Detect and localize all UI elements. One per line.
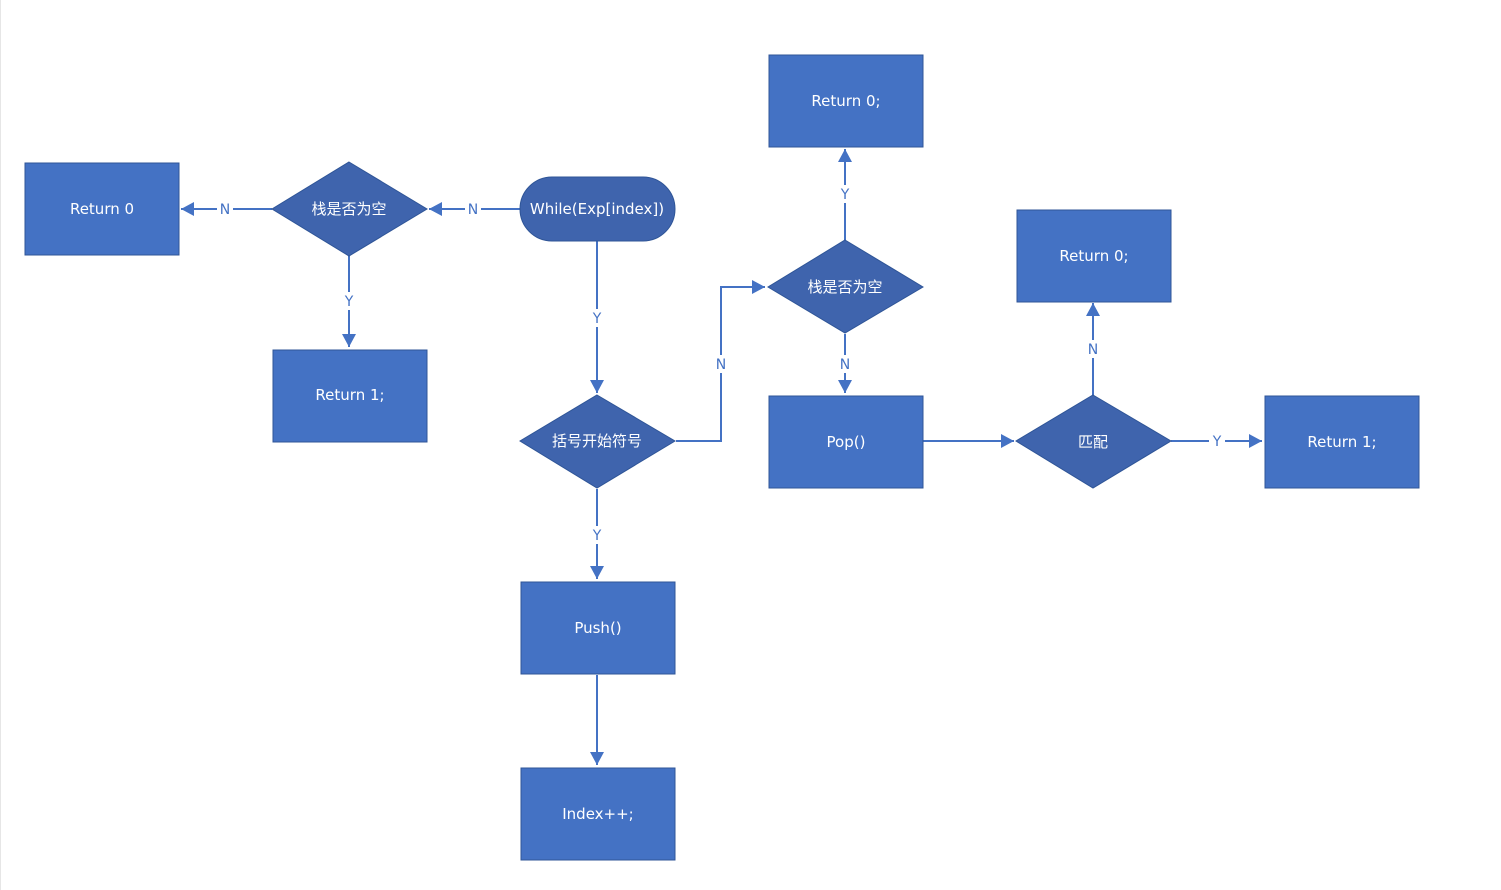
node-push-label: Push()	[574, 619, 621, 637]
node-return-0-right: Return 0;	[1016, 209, 1172, 303]
edge-label-bg	[217, 200, 233, 218]
node-return-0-left: Return 0	[24, 162, 180, 256]
edge-label-match-to-return1: Y	[1212, 434, 1222, 450]
edge-label-while-to-stack: N	[468, 202, 478, 218]
edge-label-bracket-to-stack-mid: N	[716, 357, 726, 373]
node-index-inc: Index++;	[520, 767, 676, 861]
edge-label-stack-mid-to-return0: Y	[840, 187, 850, 203]
arrowhead	[752, 280, 765, 294]
edge-label-bg	[589, 309, 605, 327]
edge-label-bg	[465, 200, 481, 218]
edge-label-bg	[837, 355, 853, 373]
node-return-0-right-label: Return 0;	[1059, 247, 1128, 265]
arrowhead	[342, 334, 356, 347]
node-push: Push()	[520, 581, 676, 675]
node-bracket-open-label: 括号开始符号	[552, 432, 642, 450]
node-pop-label: Pop()	[827, 433, 866, 451]
node-return-1-left-label: Return 1;	[315, 386, 384, 404]
edge-label-bg	[341, 292, 357, 310]
arrowhead	[838, 380, 852, 393]
arrowhead	[181, 202, 194, 216]
edge-label-stack-to-return1: Y	[344, 294, 354, 310]
node-stack-empty-left: 栈是否为空	[271, 161, 428, 257]
arrowhead	[1086, 303, 1100, 316]
edge-label-bg	[1209, 432, 1225, 450]
edge-label-bg	[713, 355, 729, 373]
node-return-0-left-label: Return 0	[70, 200, 134, 218]
arrowhead	[590, 752, 604, 765]
node-match: 匹配	[1015, 394, 1172, 489]
node-return-1-left: Return 1;	[272, 349, 428, 443]
edge-label-while-to-bracket: Y	[592, 311, 602, 327]
arrowhead	[1249, 434, 1262, 448]
arrowhead	[429, 202, 442, 216]
node-index-inc-label: Index++;	[562, 805, 633, 823]
node-while-loop-label: While(Exp[index])	[530, 200, 664, 218]
edge-label-bg	[589, 526, 605, 544]
edge-label-bg	[837, 185, 853, 203]
edge-label-bg	[1085, 340, 1101, 358]
node-return-0-top-label: Return 0;	[811, 92, 880, 110]
edge-label-match-to-return0: N	[1088, 342, 1098, 358]
node-return-0-top: Return 0;	[768, 54, 924, 148]
node-return-1-right-label: Return 1;	[1307, 433, 1376, 451]
edge-label-stack-mid-to-pop: N	[840, 357, 850, 373]
edge-label-bracket-to-push: Y	[592, 528, 602, 544]
node-pop: Pop()	[768, 395, 924, 489]
arrowhead	[838, 149, 852, 162]
edge-label-stack-to-return0: N	[220, 202, 230, 218]
node-stack-empty-mid: 栈是否为空	[767, 239, 924, 334]
node-stack-empty-mid-label: 栈是否为空	[807, 278, 882, 296]
arrowhead	[590, 380, 604, 393]
node-return-1-right: Return 1;	[1264, 395, 1420, 489]
arrowhead	[590, 566, 604, 579]
node-match-label: 匹配	[1078, 433, 1108, 451]
node-bracket-open: 括号开始符号	[519, 394, 676, 489]
arrowhead	[1001, 434, 1014, 448]
node-while-loop: While(Exp[index])	[519, 176, 676, 242]
node-stack-empty-left-label: 栈是否为空	[311, 200, 386, 218]
